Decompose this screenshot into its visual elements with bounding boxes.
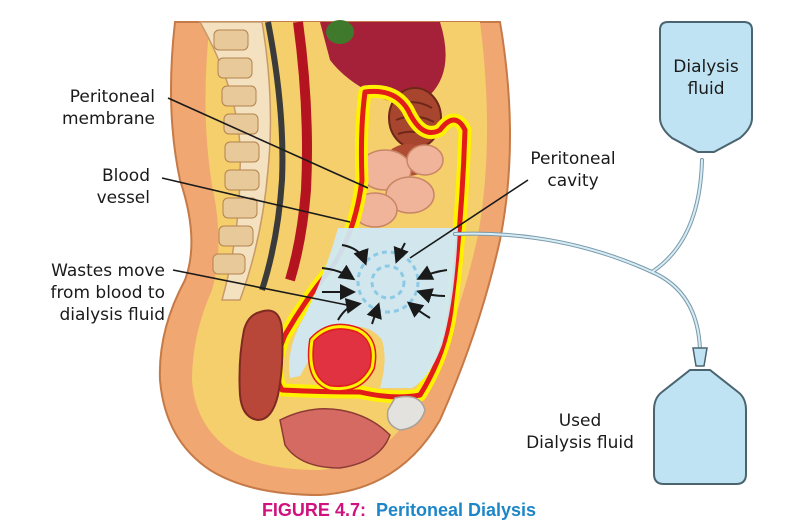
figure-title: Peritoneal Dialysis [375, 500, 537, 520]
figure-number: FIGURE 4.7: [261, 500, 366, 520]
label-line: Wastes move [51, 261, 165, 281]
dialysis-fluid-bag [659, 21, 753, 153]
label-line: cavity [547, 171, 599, 191]
dialysis-tubing-fill [454, 159, 703, 351]
gallbladder [326, 20, 354, 44]
label-dialysis-fluid: Dialysis fluid [660, 56, 752, 100]
lower-organs [279, 408, 391, 469]
label-line: from blood to [50, 283, 165, 303]
label-line: dialysis fluid [59, 305, 165, 325]
spinal-cord [259, 21, 286, 291]
rectum [238, 309, 284, 422]
vertebrae [212, 29, 260, 275]
label-peritoneal-cavity: Peritoneal cavity [518, 148, 628, 192]
label-wastes-move: Wastes move from blood to dialysis fluid [20, 260, 165, 326]
label-line: membrane [61, 109, 155, 129]
label-line: vessel [96, 188, 150, 208]
label-line: fluid [687, 79, 725, 99]
figure-caption: FIGURE 4.7: Peritoneal Dialysis [0, 500, 798, 521]
label-line: Peritoneal [530, 149, 616, 169]
blood-vessel-rings [356, 250, 420, 314]
label-line: Dialysis [673, 57, 739, 77]
label-line: Blood [102, 166, 150, 186]
diffusion-arrows [321, 242, 448, 325]
label-line: Used [558, 411, 602, 431]
uterus-highlight [309, 325, 375, 391]
leader-lines [161, 97, 529, 307]
label-used-dialysis-fluid: Used Dialysis fluid [515, 410, 645, 454]
label-line: Dialysis fluid [526, 433, 634, 453]
aorta [285, 21, 312, 282]
pelvic-bone [386, 395, 426, 431]
label-peritoneal-membrane: Peritoneal membrane [45, 86, 155, 130]
connector [692, 347, 708, 367]
used-dialysis-fluid-bag [653, 369, 747, 485]
label-blood-vessel: Blood vessel [70, 165, 150, 209]
label-line: Peritoneal [69, 87, 155, 107]
liver [320, 22, 446, 103]
